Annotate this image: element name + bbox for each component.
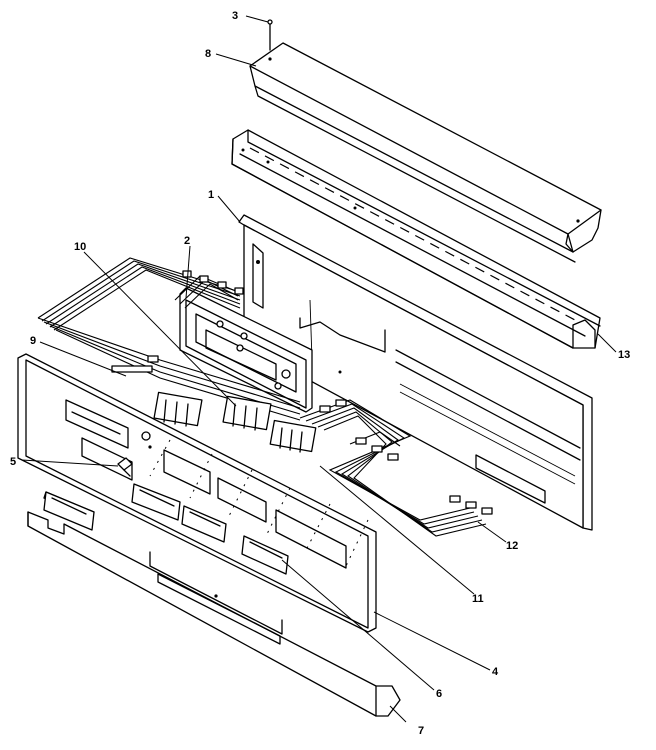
upper-wire-harness xyxy=(37,257,301,421)
callout-10: 10 xyxy=(74,241,86,253)
callout-9: 9 xyxy=(30,335,36,347)
screw-part-3 xyxy=(267,19,273,51)
callout-8: 8 xyxy=(205,48,211,60)
leader-lines xyxy=(21,15,617,723)
ribbon-cables-part-11-12 xyxy=(299,399,493,537)
back-panel-part-1 xyxy=(238,214,593,531)
callout-1: 1 xyxy=(208,189,214,201)
callout-11: 11 xyxy=(472,593,484,605)
callout-4: 4 xyxy=(492,666,499,678)
callout-6: 6 xyxy=(436,688,442,700)
buttons-part-6 xyxy=(43,483,289,575)
rear-channel-part-13 xyxy=(231,129,601,349)
callout-labels: 3 8 1 2 10 9 5 13 12 11 4 6 7 xyxy=(10,10,630,737)
top-cover-part-8 xyxy=(249,42,602,263)
control-board-part-2 xyxy=(179,287,313,413)
callout-12: 12 xyxy=(506,540,518,552)
callout-5: 5 xyxy=(10,456,16,468)
callout-7: 7 xyxy=(418,725,424,737)
callout-2: 2 xyxy=(184,235,190,247)
bottom-trim-part-7 xyxy=(27,511,401,717)
callout-13: 13 xyxy=(618,349,630,361)
screw-part-5 xyxy=(117,457,133,477)
callout-3: 3 xyxy=(232,10,238,22)
